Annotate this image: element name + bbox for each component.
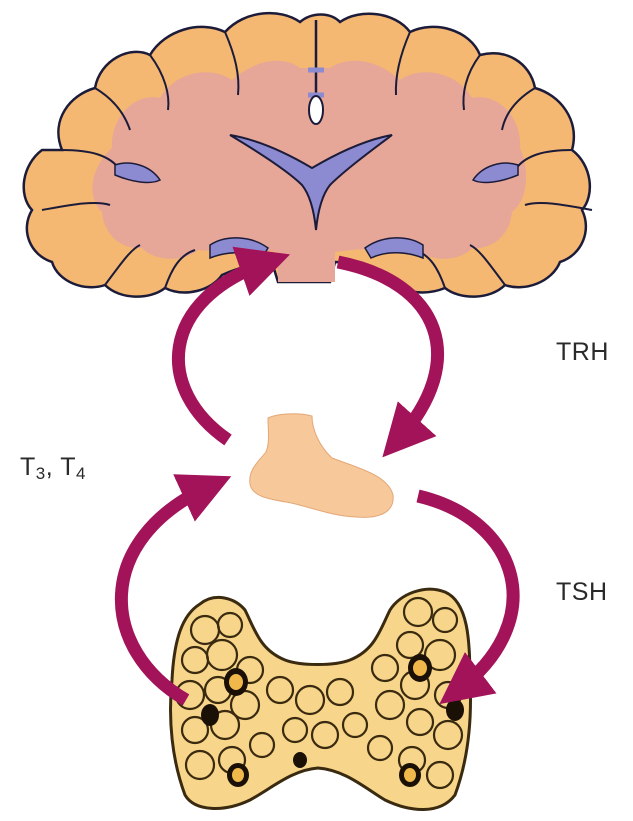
label-t4: T — [60, 453, 76, 481]
label-tsh: TSH — [556, 578, 608, 607]
label-trh: TRH — [556, 338, 609, 367]
pituitary-gland — [250, 414, 393, 518]
brain — [24, 13, 592, 297]
label-t3-t4: T3, T4 — [20, 453, 86, 484]
label-separator: , — [46, 453, 60, 481]
label-t3: T — [20, 453, 36, 481]
thyroid-gland — [171, 589, 471, 809]
label-t3-subscript: 3 — [36, 464, 46, 483]
label-t4-subscript: 4 — [76, 464, 86, 483]
